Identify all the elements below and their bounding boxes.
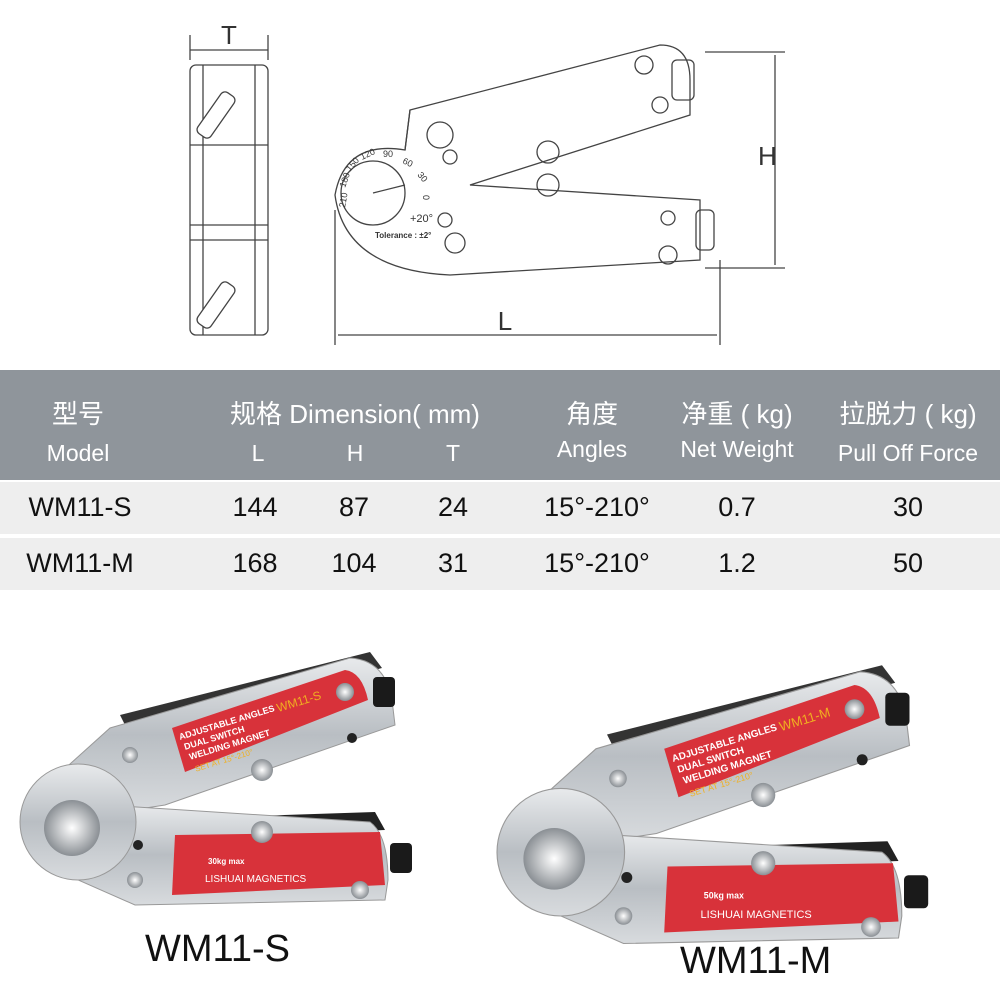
side-view: T <box>189 20 269 336</box>
tolerance-text: Tolerance : ±2° <box>375 231 431 240</box>
label-line-1: ADJUSTABLE ANGLES <box>178 703 276 742</box>
cell-weight: 0.7 <box>718 492 756 522</box>
cell-angles: 15°-210° <box>544 548 650 578</box>
dial-tick: 150 <box>344 155 361 173</box>
caption-wm11-m: WM11-M <box>680 940 832 982</box>
header-weight-en: Net Weight <box>680 436 794 462</box>
label-set: SET AT 15°-210° <box>194 747 254 773</box>
header-h: H <box>346 440 364 466</box>
cell-t: 24 <box>437 492 469 522</box>
cell-model: WM11-M <box>26 548 134 578</box>
label-line-3: WELDING MAGNET <box>188 728 272 762</box>
cell-l: 144 <box>232 492 278 522</box>
dial-tick: 210 <box>337 192 349 209</box>
table-row: WM11-M 168 104 31 15°-210° 1.2 50 <box>0 538 1000 590</box>
header-angles-cn: 角度 <box>565 399 619 429</box>
dial-tick: 180 <box>337 171 352 189</box>
header-angles-en: Angles <box>556 436 628 462</box>
label-max: 30kg max <box>208 857 245 866</box>
label-max: 50kg max <box>704 890 744 900</box>
header-t: T <box>445 440 461 466</box>
header-force-cn: 拉脱力 ( kg) <box>839 399 977 429</box>
header-force-en: Pull Off Force <box>837 440 979 466</box>
cell-weight: 1.2 <box>718 548 756 578</box>
caption-wm11-s: WM11-S <box>145 928 290 970</box>
technical-drawing: T 210 180 150 120 90 60 30 0 +20° Tolera… <box>189 20 785 345</box>
dial-offset: +20° <box>410 213 433 225</box>
label-model: WM11-M <box>777 704 832 734</box>
dial-tick: 0 <box>421 195 431 200</box>
dim-h-label: H <box>758 141 777 171</box>
table-header: 型号 Model 规格 Dimension( mm) L H T 角度 Angl… <box>0 370 1000 480</box>
label-set: SET AT 15°-210° <box>688 770 754 799</box>
label-brand: LISHUAI MAGNETICS <box>205 874 306 885</box>
dim-t-label: T <box>221 20 237 50</box>
header-dimension: 规格 Dimension( mm) <box>230 399 480 429</box>
cell-l: 168 <box>232 548 278 578</box>
header-weight-cn: 净重 ( kg) <box>681 399 793 429</box>
cell-force: 30 <box>892 492 924 522</box>
header-l: L <box>251 440 265 466</box>
dim-l-label: L <box>498 306 512 336</box>
label-line-1: ADJUSTABLE ANGLES <box>671 722 779 765</box>
product-wm11-s: ADJUSTABLE ANGLES DUAL SWITCH WELDING MA… <box>19 651 413 906</box>
cell-t: 31 <box>437 548 469 578</box>
cell-model: WM11-S <box>28 492 132 522</box>
header-model-cn: 型号 <box>51 399 105 429</box>
cell-force: 50 <box>892 548 924 578</box>
dial-tick: 60 <box>401 156 414 169</box>
label-brand: LISHUAI MAGNETICS <box>701 909 812 921</box>
dial-tick: 120 <box>359 146 377 161</box>
dial-tick: 90 <box>383 149 393 159</box>
label-line-2: DUAL SWITCH <box>676 745 745 776</box>
label-line-2: DUAL SWITCH <box>183 724 246 752</box>
table-row: WM11-S 144 87 24 15°-210° 0.7 30 <box>0 482 1000 534</box>
cell-angles: 15°-210° <box>544 492 650 522</box>
label-line-3: WELDING MAGNET <box>682 749 773 787</box>
product-wm11-m: ADJUSTABLE ANGLES DUAL SWITCH WELDING MA… <box>496 664 929 945</box>
spec-table: 型号 Model 规格 Dimension( mm) L H T 角度 Angl… <box>0 370 1000 592</box>
dial-tick: 30 <box>415 170 429 184</box>
cell-h: 104 <box>331 548 377 578</box>
cell-h: 87 <box>338 492 370 522</box>
label-model: WM11-S <box>275 688 323 715</box>
header-model-en: Model <box>46 440 110 466</box>
front-view: 210 180 150 120 90 60 30 0 +20° Toleranc… <box>334 44 785 345</box>
